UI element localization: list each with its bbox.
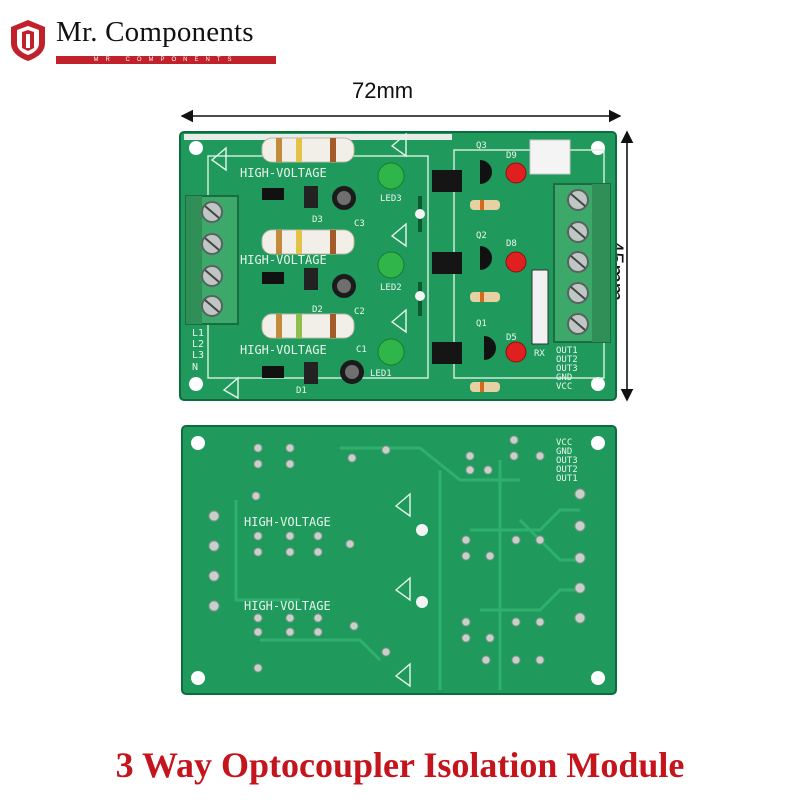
bottom-pin-gnd: GND — [556, 447, 572, 457]
bottom-board: HIGH-VOLTAGE HIGH-VOLTAGE VCC GND OUT3 O… — [181, 425, 617, 695]
channel-3 — [261, 137, 527, 210]
led2-label: LED2 — [380, 283, 402, 293]
input-pin-n: N — [192, 362, 198, 373]
input-pin-l2: L2 — [192, 339, 204, 350]
d1-label: D1 — [296, 386, 307, 396]
rx-label: RX — [534, 349, 545, 359]
white-connector — [529, 139, 571, 175]
pcb-illustration: HIGH-VOLTAGE HIGH-VOLTAGE HIGH-VOLTAGE L… — [179, 109, 634, 695]
input-pin-l3: L3 — [192, 350, 204, 361]
hv-label-bottom-2: HIGH-VOLTAGE — [244, 599, 331, 613]
c3-label: C3 — [354, 219, 365, 229]
d8-label: D8 — [506, 239, 517, 249]
channel-2 — [261, 229, 549, 345]
c1-label: C1 — [356, 345, 367, 355]
q3-label: Q3 — [476, 141, 487, 151]
q2-label: Q2 — [476, 231, 487, 241]
d5-label: D5 — [506, 333, 517, 343]
d9-label: D9 — [506, 151, 517, 161]
bottom-pin-out2: OUT2 — [556, 465, 578, 475]
brand-subtitle: MR COMPONENTS — [93, 57, 239, 63]
output-pin-out3: OUT3 — [556, 364, 578, 374]
input-terminal-block — [185, 195, 239, 325]
width-dimension-label: 72mm — [352, 78, 414, 103]
output-pin-gnd: GND — [556, 373, 572, 383]
brand-header: Mr. Components MR COMPONENTS — [8, 14, 278, 68]
output-pin-out1: OUT1 — [556, 346, 578, 356]
bottom-pin-vcc: VCC — [556, 438, 572, 448]
q1-label: Q1 — [476, 319, 487, 329]
input-pin-l1: L1 — [192, 328, 204, 339]
bottom-pin-out3: OUT3 — [556, 456, 578, 466]
brand-logo-icon — [11, 20, 45, 61]
output-pin-out2: OUT2 — [556, 355, 578, 365]
hv-label-bottom-1: HIGH-VOLTAGE — [244, 515, 331, 529]
c2-label: C2 — [354, 307, 365, 317]
d3-label: D3 — [312, 215, 323, 225]
led1-label: LED1 — [370, 369, 392, 379]
product-title: 3 Way Optocoupler Isolation Module — [115, 745, 685, 785]
hv-label-top-1: HIGH-VOLTAGE — [240, 166, 327, 180]
d2-label: D2 — [312, 305, 323, 315]
output-terminal-block — [553, 183, 611, 343]
hv-label-top-3: HIGH-VOLTAGE — [240, 343, 327, 357]
hv-label-top-2: HIGH-VOLTAGE — [240, 253, 327, 267]
brand-bar — [56, 56, 276, 64]
brand-name: Mr. Components — [56, 16, 254, 48]
bottom-pin-out1: OUT1 — [556, 474, 578, 484]
top-board: HIGH-VOLTAGE HIGH-VOLTAGE HIGH-VOLTAGE L… — [179, 131, 617, 401]
output-pin-vcc: VCC — [556, 382, 572, 392]
led3-label: LED3 — [380, 194, 402, 204]
channel-1 — [261, 313, 527, 392]
